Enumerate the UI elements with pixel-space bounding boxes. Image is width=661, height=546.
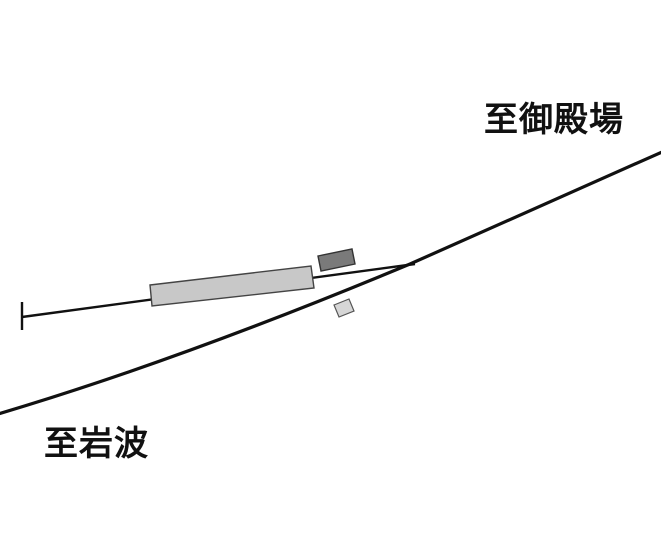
- direction-label-iwanami: 至岩波: [44, 424, 149, 464]
- main-line-track: [0, 150, 661, 416]
- small-structure: [333, 298, 355, 318]
- station-building: [317, 248, 356, 272]
- direction-label-gotemba: 至御殿場: [484, 100, 624, 140]
- platform: [149, 265, 315, 307]
